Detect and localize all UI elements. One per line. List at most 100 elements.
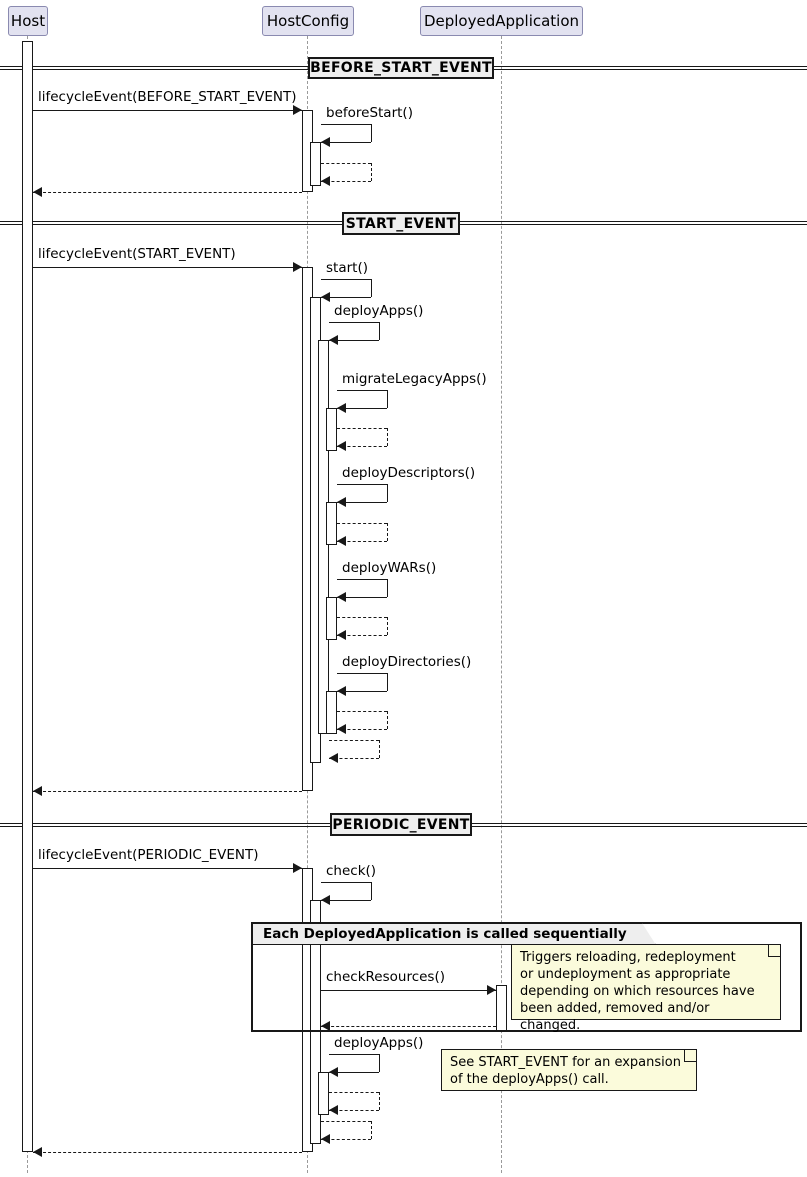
message-line bbox=[33, 192, 302, 193]
self-message-side bbox=[371, 124, 372, 142]
message-arrowhead bbox=[321, 1021, 330, 1031]
self-message-bottom bbox=[337, 502, 387, 503]
self-message-arrowhead bbox=[337, 686, 346, 696]
self-message-bottom bbox=[337, 635, 387, 636]
self-message-arrowhead bbox=[321, 1134, 330, 1144]
participant-label: Host bbox=[10, 11, 46, 30]
self-message-bottom bbox=[337, 408, 387, 409]
self-message-bottom bbox=[337, 597, 387, 598]
group-frame-header: Each DeployedApplication is called seque… bbox=[252, 923, 656, 945]
note-fold-corner-icon bbox=[768, 945, 780, 957]
participant-app[interactable]: DeployedApplication bbox=[420, 6, 583, 36]
self-message-bottom bbox=[329, 1110, 379, 1111]
activation-bar bbox=[326, 597, 337, 640]
self-message-bottom bbox=[329, 340, 379, 341]
self-message-bottom bbox=[337, 541, 387, 542]
self-message-top bbox=[321, 882, 371, 883]
self-message-arrowhead bbox=[337, 724, 346, 734]
self-message-arrowhead bbox=[337, 403, 346, 413]
self-message-top bbox=[337, 484, 387, 485]
message-line bbox=[33, 267, 302, 268]
divider-label-start: START_EVENT bbox=[342, 212, 460, 235]
self-message-top bbox=[337, 523, 387, 524]
divider-label-periodic: PERIODIC_EVENT bbox=[330, 813, 472, 836]
self-message-arrowhead bbox=[321, 895, 330, 905]
message-label: lifecycleEvent(PERIODIC_EVENT) bbox=[38, 847, 259, 863]
self-message-top bbox=[329, 322, 379, 323]
self-message-arrowhead bbox=[337, 441, 346, 451]
self-message-arrowhead bbox=[321, 137, 330, 147]
message-line bbox=[33, 110, 302, 111]
self-message-bottom bbox=[321, 181, 371, 182]
self-message-top bbox=[337, 673, 387, 674]
self-message-bottom bbox=[329, 1072, 379, 1073]
self-message-arrowhead bbox=[321, 292, 330, 302]
message-arrowhead bbox=[293, 262, 302, 272]
message-line bbox=[33, 791, 302, 792]
self-message-top bbox=[329, 1092, 379, 1093]
message-arrowhead bbox=[33, 1147, 42, 1157]
self-message-bottom bbox=[337, 729, 387, 730]
message-arrowhead bbox=[293, 105, 302, 115]
self-message-side bbox=[379, 740, 380, 758]
note-fold-corner-icon bbox=[684, 1050, 696, 1062]
self-message-top bbox=[321, 279, 371, 280]
activation-bar bbox=[326, 691, 337, 734]
message-arrowhead bbox=[33, 187, 42, 197]
self-message-bottom bbox=[329, 758, 379, 759]
self-message-arrowhead bbox=[329, 753, 338, 763]
self-message-side bbox=[371, 279, 372, 297]
participant-label: DeployedApplication bbox=[423, 11, 580, 30]
self-message-side bbox=[387, 428, 388, 446]
self-message-bottom bbox=[321, 900, 371, 901]
self-message-side bbox=[387, 673, 388, 691]
participant-config[interactable]: HostConfig bbox=[262, 6, 354, 36]
note-text: Triggers reloading, redeployment or unde… bbox=[520, 950, 755, 1033]
self-message-arrowhead bbox=[329, 1067, 338, 1077]
self-message-bottom bbox=[321, 297, 371, 298]
self-message-side bbox=[371, 163, 372, 181]
self-message-side bbox=[387, 617, 388, 635]
self-message-side bbox=[379, 1092, 380, 1110]
self-message-side bbox=[387, 484, 388, 502]
activation-bar bbox=[318, 1072, 329, 1115]
self-message-label: deployApps() bbox=[334, 1035, 424, 1051]
message-arrowhead bbox=[487, 985, 496, 995]
self-message-top bbox=[329, 740, 379, 741]
self-message-top bbox=[329, 1054, 379, 1055]
message-arrowhead bbox=[33, 786, 42, 796]
participant-host[interactable]: Host bbox=[8, 6, 48, 36]
message-line bbox=[33, 868, 302, 869]
divider-label-before-start: BEFORE_START_EVENT bbox=[308, 57, 494, 79]
self-message-label: deployDescriptors() bbox=[342, 465, 476, 481]
self-message-bottom bbox=[337, 691, 387, 692]
message-label: checkResources() bbox=[326, 969, 446, 985]
message-line bbox=[33, 1152, 302, 1153]
self-message-arrowhead bbox=[337, 630, 346, 640]
activation-bar bbox=[310, 900, 321, 1144]
self-message-top bbox=[337, 579, 387, 580]
self-message-side bbox=[387, 523, 388, 541]
self-message-side bbox=[371, 1121, 372, 1139]
activation-bar bbox=[22, 41, 33, 1152]
self-message-side bbox=[371, 882, 372, 900]
participant-label: HostConfig bbox=[266, 11, 350, 30]
self-message-arrowhead bbox=[337, 536, 346, 546]
self-message-side bbox=[387, 579, 388, 597]
self-message-arrowhead bbox=[321, 176, 330, 186]
note-note-deploy-apps: See START_EVENT for an expansion of the … bbox=[441, 1049, 697, 1091]
self-message-top bbox=[321, 1121, 371, 1122]
note-text: See START_EVENT for an expansion of the … bbox=[450, 1055, 681, 1087]
note-note-check-resources: Triggers reloading, redeployment or unde… bbox=[511, 944, 781, 1033]
self-message-label: start() bbox=[326, 260, 368, 276]
self-message-top bbox=[321, 163, 371, 164]
self-message-top bbox=[337, 390, 387, 391]
self-message-arrowhead bbox=[329, 335, 338, 345]
activation-bar bbox=[326, 408, 337, 451]
message-label: lifecycleEvent(START_EVENT) bbox=[38, 246, 236, 262]
self-message-top bbox=[337, 428, 387, 429]
self-message-arrowhead bbox=[337, 497, 346, 507]
self-message-side bbox=[387, 711, 388, 729]
self-message-arrowhead bbox=[329, 1105, 338, 1115]
